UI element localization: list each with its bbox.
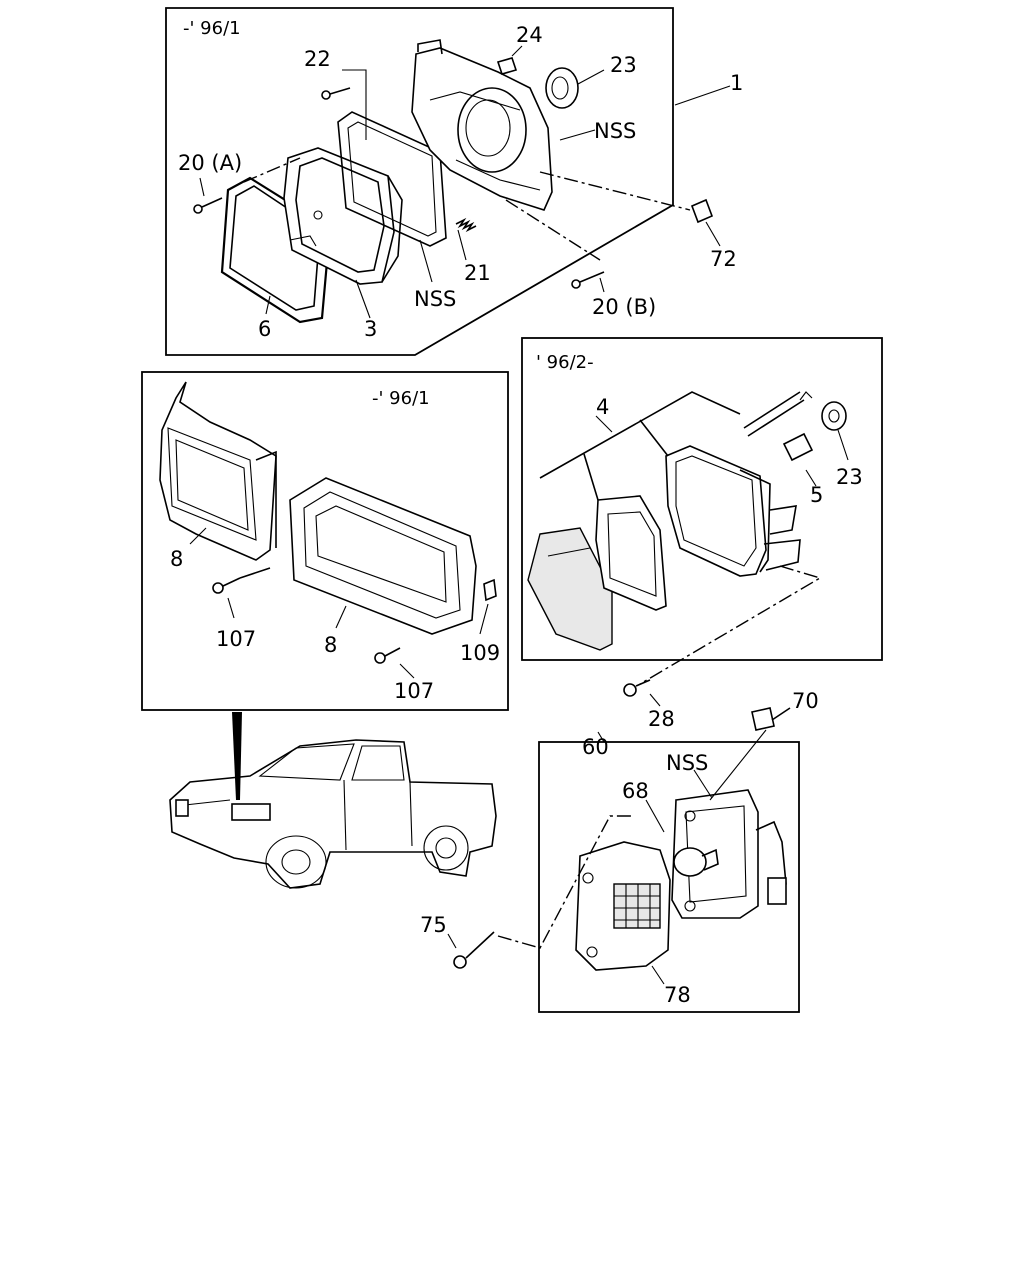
callout-8: 8 <box>170 547 183 571</box>
callout-78: 78 <box>664 983 691 1007</box>
bulb-68 <box>673 847 719 877</box>
clip-70 <box>709 707 791 801</box>
panel-side-marker <box>497 731 800 1013</box>
grille-frame <box>159 381 277 561</box>
callout-nss: NSS <box>414 287 456 311</box>
callout-60: 60 <box>582 735 609 759</box>
bolt-28 <box>623 679 661 707</box>
headlamp-lens <box>527 527 613 651</box>
callout-68: 68 <box>622 779 649 803</box>
callout-5: 5 <box>810 483 823 507</box>
location-pointer <box>232 712 242 800</box>
lamp-retainer <box>337 111 447 247</box>
callout-107: 107 <box>216 627 256 651</box>
callout-72: 72 <box>710 247 737 271</box>
panel-date-label: ' 96/2- <box>536 352 594 373</box>
callout-4: 4 <box>596 395 609 419</box>
headlamp-housing <box>411 39 553 211</box>
callout-20b: 20 (B) <box>592 295 656 319</box>
callout-3: 3 <box>364 317 377 341</box>
panel-date-label: -' 96/1 <box>183 18 241 39</box>
nut-24 <box>496 57 518 75</box>
lamp-housing <box>665 445 801 577</box>
panel-headlamp-early: -' 96/1 <box>165 7 731 356</box>
callout-labels: 1 3 6 20 (A) 20 (B) 21 22 23 24 72 NSS N… <box>170 23 863 1007</box>
callout-nss: NSS <box>594 119 636 143</box>
callout-20a: 20 (A) <box>178 151 242 175</box>
callout-28: 28 <box>648 707 675 731</box>
screw-20b <box>571 271 605 289</box>
callout-21: 21 <box>464 261 491 285</box>
callout-23: 23 <box>610 53 637 77</box>
callout-6: 6 <box>258 317 271 341</box>
screw-22 <box>321 87 351 100</box>
headlamp-bezel-frame <box>289 477 477 635</box>
reflector-insert <box>595 495 667 611</box>
panel-date-label: -' 96/1 <box>372 388 430 409</box>
headlamp-bezel-ring <box>220 176 332 324</box>
screw-75 <box>447 931 495 969</box>
bulb-5 <box>743 391 814 462</box>
socket-cap-23 <box>545 67 579 109</box>
callout-107: 107 <box>394 679 434 703</box>
callout-70: 70 <box>792 689 819 713</box>
clip-72 <box>690 198 714 224</box>
screw-20a <box>193 197 223 214</box>
clip-109 <box>483 578 497 602</box>
callout-24: 24 <box>516 23 543 47</box>
callout-23: 23 <box>836 465 863 489</box>
callout-75: 75 <box>420 913 447 937</box>
callout-nss: NSS <box>666 751 708 775</box>
marker-housing <box>671 789 787 919</box>
socket-cap-23 <box>821 401 847 431</box>
callout-1: 1 <box>730 71 743 95</box>
marker-lens <box>575 841 671 971</box>
screw-107-lower <box>374 647 401 664</box>
callout-22: 22 <box>304 47 331 71</box>
adjusting-spring <box>455 217 477 233</box>
panel-grille-early: -' 96/1 <box>141 371 509 711</box>
panel-headlamp-late: ' 96/2- <box>521 337 883 685</box>
screw-107-upper <box>212 577 241 594</box>
callout-109: 109 <box>460 641 500 665</box>
callout-8: 8 <box>324 633 337 657</box>
pickup-truck-illustration <box>169 712 497 889</box>
